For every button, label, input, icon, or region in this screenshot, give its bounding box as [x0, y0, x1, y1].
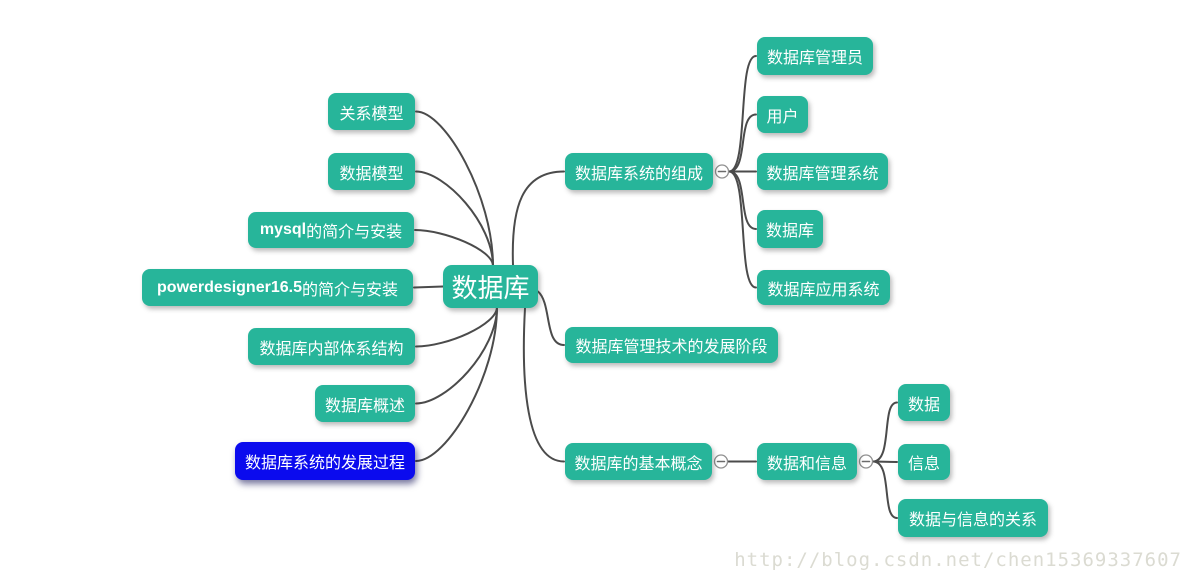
edge-root-relational-model: [415, 110, 494, 267]
topic-data-model[interactable]: 数据模型: [328, 153, 415, 190]
edge-root-database-overview: [415, 306, 498, 405]
root-topic-label: 数据库: [451, 273, 530, 303]
collapse-toggle-data-and-information[interactable]: [858, 454, 874, 469]
topic-label: 数据库系统的组成: [574, 165, 703, 183]
topic-database-overview[interactable]: 数据库概述: [315, 385, 415, 422]
topic-label: 的简介与安装: [301, 281, 398, 299]
topic-data[interactable]: 数据: [898, 384, 950, 421]
topic-db-management-tech-stages[interactable]: 数据库管理技术的发展阶段: [565, 327, 778, 363]
topic-label: 数据与信息的关系: [908, 512, 1037, 529]
topic-label: 数据库概述: [324, 397, 405, 415]
topic-label: 数据模型: [339, 165, 404, 183]
edge-db-system-composition-db-application-system: [728, 170, 757, 289]
edge-root-db-basic-concepts: [522, 307, 565, 463]
topic-label: 数据库系统的发展过程: [244, 455, 405, 472]
topic-information[interactable]: 信息: [898, 444, 950, 480]
topic-data-and-information[interactable]: 数据和信息: [757, 443, 857, 480]
edge-db-system-composition-user: [728, 113, 757, 173]
edge-root-data-model: [415, 170, 494, 267]
topic-db-basic-concepts[interactable]: 数据库的基本概念: [565, 443, 712, 480]
edge-data-and-information-data: [872, 401, 898, 463]
topic-label: 数据库内部体系结构: [259, 340, 404, 358]
watermark: http://blog.csdn.net/chen15369337607: [734, 549, 1182, 571]
topic-label: 数据和信息: [766, 455, 847, 473]
topic-label: 数据库的基本概念: [574, 455, 703, 473]
topic-label: 数据库管理员: [766, 50, 863, 67]
edge-root-db-system-composition: [511, 170, 565, 266]
collapse-toggle-db-basic-concepts[interactable]: [713, 454, 729, 469]
root-topic-root[interactable]: 数据库: [443, 265, 538, 308]
topic-label: 数据: [907, 396, 940, 414]
topic-db-system-composition[interactable]: 数据库系统的组成: [565, 153, 713, 190]
topic-label: 的简介与安装: [306, 224, 403, 241]
topic-db-application-system[interactable]: 数据库应用系统: [757, 270, 890, 305]
topic-label: 数据库: [765, 223, 814, 240]
topic-user[interactable]: 用户: [757, 96, 808, 133]
topic-data-information-relation[interactable]: 数据与信息的关系: [898, 499, 1048, 537]
topic-db-administrator[interactable]: 数据库管理员: [757, 37, 873, 75]
topic-label: 用户: [766, 108, 799, 126]
topic-relational-model[interactable]: 关系模型: [328, 93, 415, 130]
collapse-toggle-db-system-composition[interactable]: [714, 164, 730, 179]
topic-internal-architecture[interactable]: 数据库内部体系结构: [248, 328, 415, 365]
edge-root-mysql-intro-install: [414, 229, 494, 267]
topic-db-management-system[interactable]: 数据库管理系统: [757, 153, 888, 190]
edge-data-and-information-data-information-relation: [872, 460, 898, 519]
edge-db-system-composition-db-administrator: [728, 55, 757, 173]
topic-label: 数据库应用系统: [767, 281, 880, 299]
topic-label: 数据库管理系统: [766, 165, 879, 183]
edge-root-db-system-development: [415, 306, 498, 462]
topic-database-child[interactable]: 数据库: [757, 210, 823, 248]
topic-label-bold: powerdesigner16.5: [157, 278, 302, 296]
topic-label: 数据库管理技术的发展阶段: [575, 339, 768, 356]
edge-root-db-management-tech-stages: [537, 290, 565, 346]
topic-label: 信息: [907, 456, 940, 473]
edge-db-system-composition-database-child: [728, 170, 757, 230]
edge-root-internal-architecture: [415, 306, 498, 348]
topic-label-bold: mysql: [259, 221, 307, 238]
topic-db-system-development[interactable]: 数据库系统的发展过程: [235, 442, 415, 480]
topic-label: 关系模型: [339, 105, 404, 123]
edge-root-powerdesigner-intro-install: [413, 285, 444, 289]
